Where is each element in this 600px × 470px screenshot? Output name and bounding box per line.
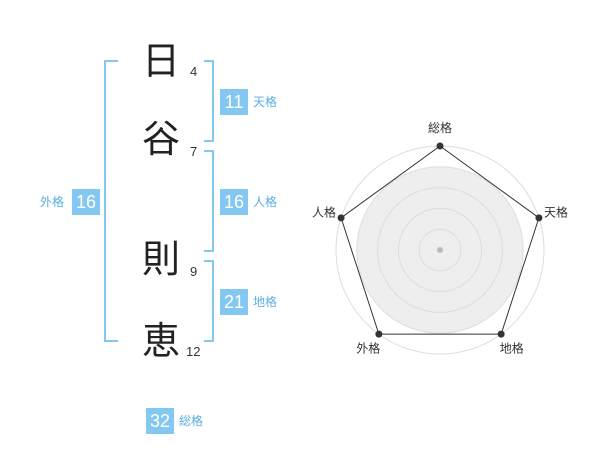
chikaku-label: 地格 [253, 295, 278, 309]
tenkaku-value: 11 [220, 89, 248, 115]
radar-ring [418, 228, 462, 272]
gaikaku-bracket [104, 60, 118, 342]
radar-ring [356, 166, 524, 334]
radar-ring [397, 207, 483, 293]
radar-point [436, 142, 444, 150]
tenkaku-bracket [204, 60, 214, 142]
radar-axis-label: 地格 [500, 341, 524, 356]
stroke-count-3: 9 [190, 264, 198, 279]
stroke-count-1: 4 [190, 64, 198, 79]
radar-series-polygon [340, 145, 540, 335]
chikaku-bracket [204, 260, 214, 342]
radar-axis-label: 天格 [544, 204, 568, 219]
gaikaku-value: 16 [72, 189, 100, 215]
radar-axis-label: 人格 [312, 204, 336, 219]
name-char-4: 恵 [141, 319, 180, 363]
radar-ring [377, 187, 503, 313]
radar-center-dot [437, 247, 443, 253]
soukaku-label: 総格 [179, 414, 204, 428]
stroke-count-2: 7 [190, 144, 198, 159]
name-char-2: 谷 [141, 117, 180, 161]
radar-point [375, 330, 383, 338]
jinkaku-value: 16 [220, 189, 248, 215]
stroke-count-4: 12 [186, 344, 201, 359]
name-char-3: 則 [141, 237, 180, 281]
gaikaku-label: 外格 [40, 195, 65, 209]
radar-axis-label: 総格 [428, 120, 452, 135]
chikaku-value: 21 [220, 289, 248, 315]
radar-point [497, 330, 505, 338]
radar-point [535, 214, 543, 222]
tenkaku-label: 天格 [253, 95, 278, 109]
soukaku-value: 32 [146, 408, 174, 434]
jinkaku-bracket [204, 150, 214, 252]
radar-point [337, 214, 345, 222]
radar-axis-label: 外格 [356, 341, 380, 356]
name-char-1: 日 [141, 39, 180, 83]
jinkaku-label: 人格 [253, 195, 278, 209]
